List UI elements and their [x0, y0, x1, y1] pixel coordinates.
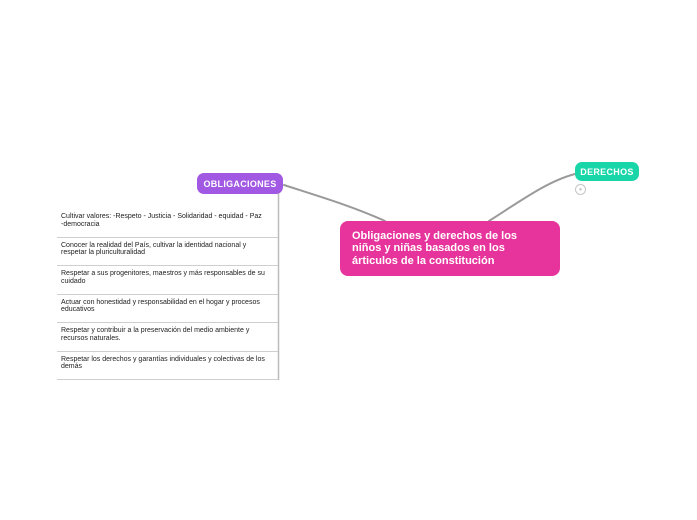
obligation-item[interactable]: Respetar los derechos y garantías indivi…	[57, 352, 278, 380]
derechos-branch-node[interactable]: DERECHOS	[575, 162, 639, 181]
obligation-item[interactable]: Respetar a sus progenitores, maestros y …	[57, 266, 278, 295]
root-topic-node[interactable]: Obligaciones y derechos de los niños y n…	[340, 221, 560, 276]
collapsed-branch-indicator-icon[interactable]: ●	[575, 184, 586, 195]
obligation-item[interactable]: Actuar con honestidad y responsabilidad …	[57, 295, 278, 323]
obligaciones-children-list: Cultivar valores: -Respeto - Justicia - …	[57, 209, 278, 380]
obligation-item[interactable]: Cultivar valores: -Respeto - Justicia - …	[57, 209, 278, 238]
obligaciones-branch-node[interactable]: OBLIGACIONES	[197, 173, 283, 194]
connector-root-to-derechos	[488, 173, 576, 222]
connector-root-to-obligaciones	[283, 184, 386, 222]
obligation-item[interactable]: Conocer la realidad del País, cultivar l…	[57, 238, 278, 266]
obligation-item[interactable]: Respetar y contribuir a la preservación …	[57, 323, 278, 352]
